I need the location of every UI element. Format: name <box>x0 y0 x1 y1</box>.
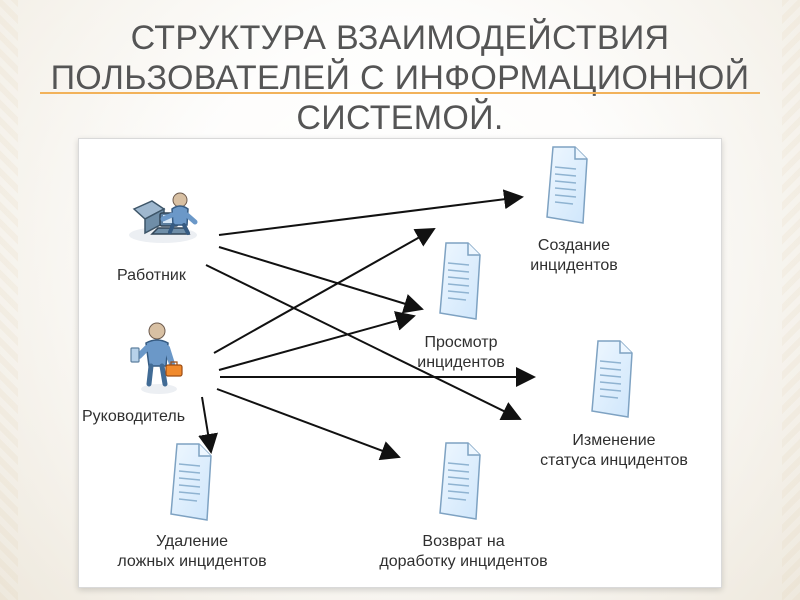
arrow-manager-to-delete <box>198 396 218 454</box>
return-incidents-line-1: Возврат на <box>422 533 505 550</box>
return-incidents-label: Возврат на доработку инцидентов <box>346 532 581 572</box>
create-incidents-line-2: инцидентов <box>530 257 618 274</box>
arrow-worker-to-create <box>218 189 524 236</box>
title-line-1: СТРУКТУРА ВЗАИМОДЕЙСТВИЯ <box>130 19 670 57</box>
view-incidents-line-1: Просмотр <box>424 334 498 351</box>
manager-with-briefcase-icon <box>130 322 183 394</box>
change-status-label: Изменение статуса инцидентов <box>509 431 719 471</box>
worker-at-laptop-icon <box>129 192 198 243</box>
arrow-manager-to-view <box>218 311 416 371</box>
title-line-2: ПОЛЬЗОВАТЕЛЕЙ С ИНФОРМАЦИОННОЙ <box>50 59 750 97</box>
view-incidents-label: Просмотр инцидентов <box>396 333 526 373</box>
arrow-manager-to-return <box>216 388 401 461</box>
diagram-canvas <box>129 146 633 521</box>
worker-label: Работник <box>117 267 186 284</box>
arrow-worker-to-view <box>218 246 424 314</box>
arrow-worker-to-status <box>205 264 522 421</box>
manager-label: Руководитель <box>82 408 186 425</box>
left-decoration <box>0 0 18 600</box>
create-incidents-label: Создание инцидентов <box>509 236 639 276</box>
view-incidents-line-2: инцидентов <box>417 354 505 371</box>
arrow-manager-to-create <box>213 228 436 354</box>
document-icon-view <box>439 242 481 320</box>
title-line-3: СИСТЕМОЙ. <box>296 99 504 137</box>
return-incidents-line-2: доработку инцидентов <box>379 553 548 570</box>
delete-false-incidents-line-1: Удаление <box>155 533 229 550</box>
right-decoration <box>782 0 800 600</box>
delete-false-incidents-line-2: ложных инцидентов <box>117 553 267 570</box>
slide-title: СТРУКТУРА ВЗАИМОДЕЙСТВИЯ ПОЛЬЗОВАТЕЛЕЙ С… <box>45 18 755 138</box>
change-status-line-1: Изменение <box>572 432 656 449</box>
document-icon-return <box>439 442 481 520</box>
title-rule <box>40 92 760 94</box>
document-icon-create <box>546 146 588 224</box>
delete-false-incidents-label: Удаление ложных инцидентов <box>87 532 297 572</box>
document-icon-delete <box>170 443 212 521</box>
change-status-line-2: статуса инцидентов <box>540 452 688 469</box>
document-icon-status <box>591 340 633 418</box>
create-incidents-line-1: Создание <box>537 237 611 254</box>
diagram-panel: Работник Руководитель Создание инциденто… <box>78 138 722 588</box>
